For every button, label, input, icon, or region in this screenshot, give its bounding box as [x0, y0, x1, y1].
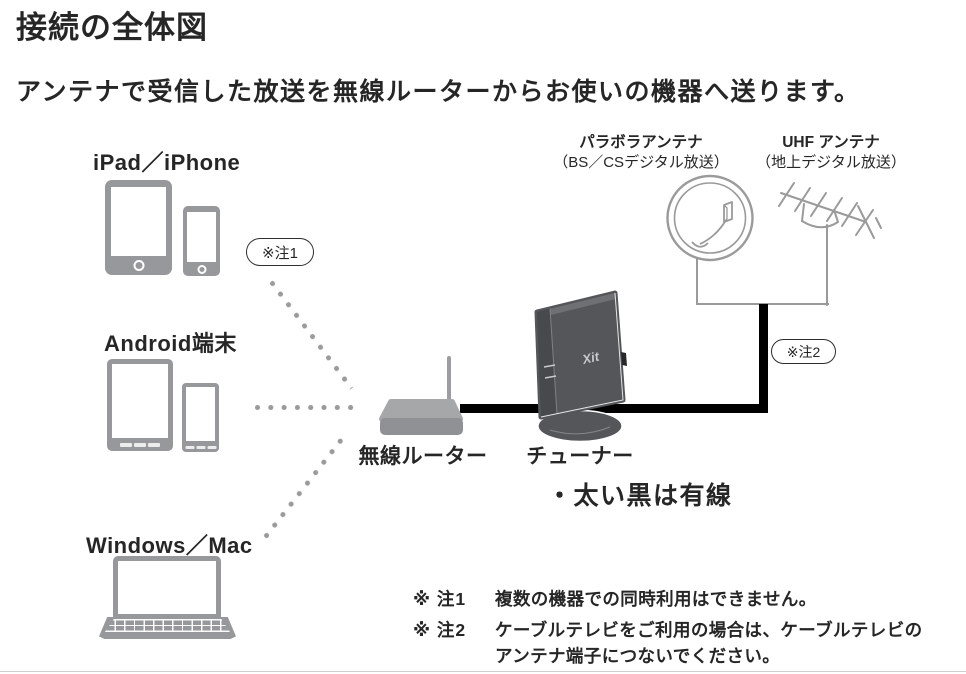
tuner-side-connector — [621, 352, 627, 366]
laptop-screen — [118, 561, 216, 614]
page-title: 接続の全体図 — [16, 10, 208, 45]
android-phone-icon — [182, 383, 219, 452]
tuner-icon: Xit — [534, 290, 627, 443]
coax-wire-horizontal — [460, 404, 768, 413]
uhf-antenna-name: UHF アンテナ — [782, 134, 880, 151]
dish-feed-arm — [699, 219, 727, 245]
footnote-1-text: 複数の機器での同時利用はできません。 — [495, 589, 817, 609]
footnote-2-marker: ※ 注2 — [413, 620, 467, 640]
laptop-icon — [99, 556, 236, 639]
laptop-lid — [113, 556, 221, 618]
router-label: 無線ルーター — [358, 445, 488, 468]
uhf-antenna-icon — [778, 182, 882, 306]
android-tablet-icon — [107, 359, 173, 451]
page-subtitle: アンテナで受信した放送を無線ルーターからお使いの機器へ送ります。 — [16, 78, 861, 106]
uhf-boom — [780, 192, 867, 223]
iphone-icon — [183, 206, 220, 276]
parabola-antenna-name: パラボラアンテナ — [579, 134, 703, 151]
uhf-bracket — [800, 203, 840, 229]
android-phone-screen — [186, 387, 215, 441]
footnote-1: ※ 注1 複数の機器での同時利用はできません。 — [413, 586, 958, 612]
iphone-home-button — [197, 264, 206, 274]
tuner-label: チューナー — [526, 445, 634, 468]
tuner-led-slit — [543, 364, 556, 368]
ipad-icon — [105, 180, 172, 275]
ipad-home-button — [133, 260, 144, 271]
wireless-link-ios-dotted-line — [269, 279, 354, 391]
footnotes: ※ 注1 複数の機器での同時利用はできません。 ※ 注2 ケーブルテレビをご利用… — [413, 586, 958, 669]
android-tablet-softkeys — [120, 443, 160, 447]
wireless-link-android-dotted-line — [255, 405, 354, 410]
parabola-antenna-caption: （BS／CSデジタル放送） — [553, 154, 729, 171]
parabolic-antenna-icon — [666, 174, 754, 262]
group-label-ipad-iphone: iPad／iPhone — [93, 150, 241, 175]
android-phone-softkeys — [185, 445, 216, 449]
uhf-antenna-caption: （地上デジタル放送） — [756, 154, 906, 171]
page-bottom-rule — [0, 671, 966, 672]
dish-feed-horn — [723, 201, 733, 223]
group-label-android: Android端末 — [104, 331, 237, 356]
note1-callout: ※注1 — [246, 238, 314, 266]
ipad-screen — [111, 187, 166, 256]
footnote-1-marker: ※ 注1 — [413, 589, 467, 609]
tuner-logo: Xit — [580, 349, 601, 368]
footnote-2: ※ 注2 ケーブルテレビをご利用の場合は、ケーブルテレビのアンテナ端子につないで… — [413, 617, 958, 669]
tuner-led-slit — [544, 375, 557, 379]
wireless-router-icon — [379, 399, 463, 435]
note2-callout: ※注2 — [771, 339, 836, 364]
router-antenna-stick — [447, 356, 451, 400]
laptop-keyboard — [105, 619, 230, 632]
iphone-screen — [187, 212, 216, 262]
coax-wire-vertical — [759, 304, 768, 409]
group-label-windows-mac: Windows／Mac — [86, 533, 253, 558]
footnote-2-text: ケーブルテレビをご利用の場合は、ケーブルテレビのアンテナ端子につないでください。 — [495, 620, 923, 666]
android-tablet-screen — [112, 364, 168, 438]
parabola-feed-line — [696, 257, 698, 305]
wired-legend-note: ・太い黒は有線 — [547, 482, 733, 510]
wireless-link-pc-dotted-line — [263, 434, 347, 540]
